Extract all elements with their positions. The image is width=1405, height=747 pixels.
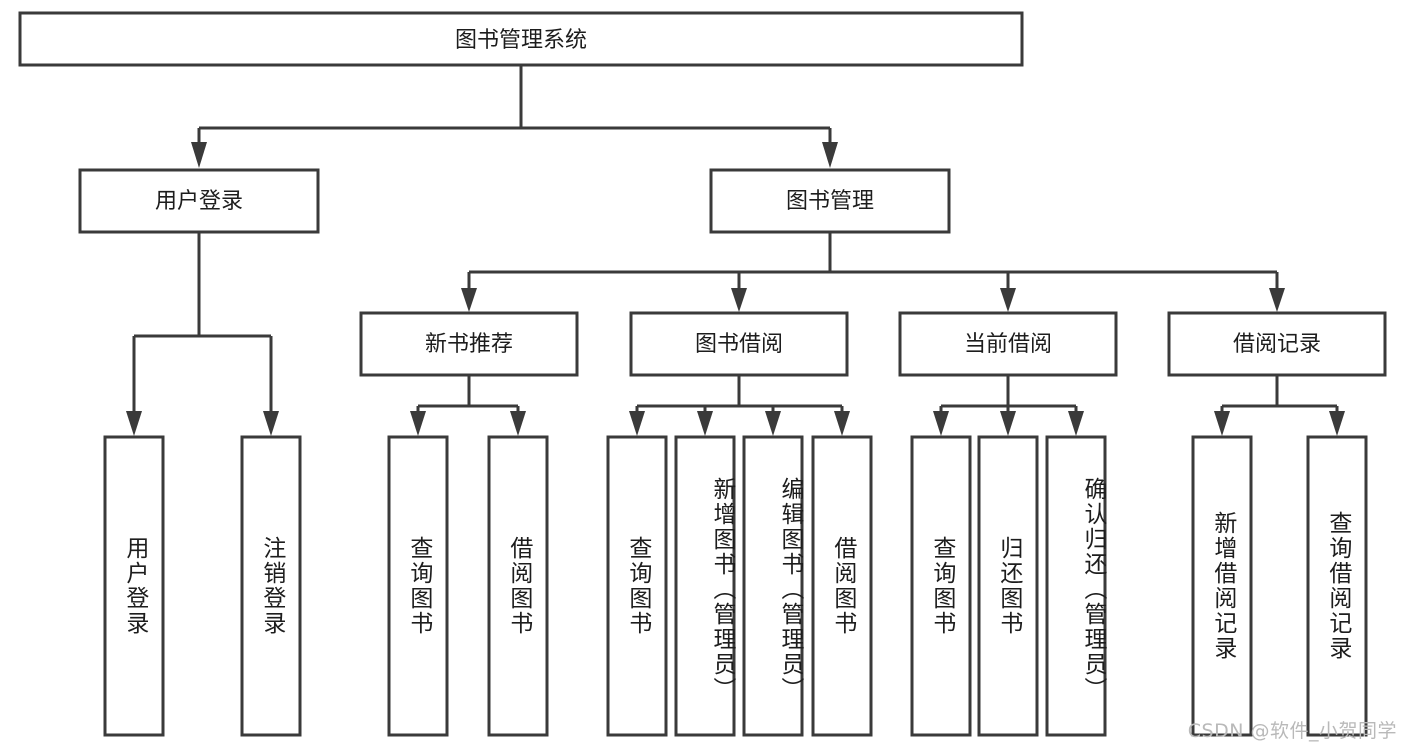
arrow-nbr-l2-icon [510, 411, 526, 436]
arrow-br-l1-icon [1214, 411, 1230, 436]
arrow-cb-l2-icon [1000, 411, 1016, 436]
node-current-borrow[interactable]: 当前借阅 [898, 311, 1118, 377]
leaf-box-add-record[interactable] [1191, 435, 1253, 737]
leaf-box-query-book-1[interactable] [387, 435, 449, 737]
leaf-box-return-book[interactable] [977, 435, 1039, 737]
arrow-root-to-book-manage-icon [822, 142, 838, 168]
connector-group-new-book-recommend [410, 375, 526, 436]
arrow-br-l2-icon [1329, 411, 1345, 436]
leaf-box-confirm-return[interactable] [1045, 435, 1107, 737]
node-borrow-record-box[interactable] [1167, 311, 1387, 377]
leaf-box-logout[interactable] [240, 435, 302, 737]
arrow-bb-l4-icon [834, 411, 850, 436]
leaf-box-query-book-3[interactable] [910, 435, 972, 737]
arrow-bb-l1-icon [629, 411, 645, 436]
node-current-borrow-box[interactable] [898, 311, 1118, 377]
watermark-text: CSDN @软件_小贺同学 [1187, 720, 1397, 742]
connector-group-current-borrow [933, 375, 1084, 436]
arrow-cb-l1-icon [933, 411, 949, 436]
node-book-manage-box[interactable] [709, 168, 951, 234]
node-user-login-label: 用户登录 [155, 189, 243, 214]
node-borrow-record[interactable]: 借阅记录 [1167, 311, 1387, 377]
node-book-manage[interactable]: 图书管理 [709, 168, 951, 234]
arrow-user-login-l2-icon [263, 411, 279, 436]
connector-group-root [191, 66, 838, 168]
node-root[interactable]: 图书管理系统 [18, 11, 1024, 67]
node-root-box[interactable] [18, 11, 1024, 67]
leaf-box-edit-book[interactable] [742, 435, 804, 737]
node-new-book-recommend-box[interactable] [359, 311, 579, 377]
leaf-box-add-book[interactable] [674, 435, 736, 737]
node-borrow-record-label: 借阅记录 [1233, 332, 1321, 357]
leaf-box-borrow-book-1[interactable] [487, 435, 549, 737]
connector-group-book-borrow [629, 375, 850, 436]
node-book-borrow-box[interactable] [629, 311, 849, 377]
arrow-bm-c4-icon [1269, 288, 1285, 312]
arrow-bm-c1-icon [461, 288, 477, 312]
leaf-box-user-login[interactable] [103, 435, 165, 737]
node-book-borrow[interactable]: 图书借阅 [629, 311, 849, 377]
node-current-borrow-label: 当前借阅 [964, 332, 1052, 357]
leaf-box-borrow-book-2[interactable] [811, 435, 873, 737]
arrow-nbr-l1-icon [410, 411, 426, 436]
connector-group-book-manage [461, 232, 1285, 312]
node-new-book-recommend-label: 新书推荐 [425, 332, 513, 357]
arrow-cb-l3-icon [1068, 411, 1084, 436]
connector-group-user-login [126, 232, 279, 436]
leaf-boxes [103, 435, 1368, 737]
leaf-box-query-record[interactable] [1306, 435, 1368, 737]
node-book-borrow-label: 图书借阅 [695, 332, 783, 357]
arrow-root-to-user-login-icon [191, 142, 207, 168]
leaf-box-query-book-2[interactable] [606, 435, 668, 737]
node-new-book-recommend[interactable]: 新书推荐 [359, 311, 579, 377]
node-book-manage-label: 图书管理 [786, 189, 874, 214]
arrow-bb-l3-icon [765, 411, 781, 436]
arrow-bm-c3-icon [1000, 288, 1016, 312]
node-root-label: 图书管理系统 [455, 28, 587, 53]
node-user-login[interactable]: 用户登录 [78, 168, 320, 234]
arrow-bb-l2-icon [697, 411, 713, 436]
node-user-login-box[interactable] [78, 168, 320, 234]
connector-group-borrow-record [1214, 375, 1345, 436]
arrow-bm-c2-icon [731, 288, 747, 312]
arrow-user-login-l1-icon [126, 411, 142, 436]
